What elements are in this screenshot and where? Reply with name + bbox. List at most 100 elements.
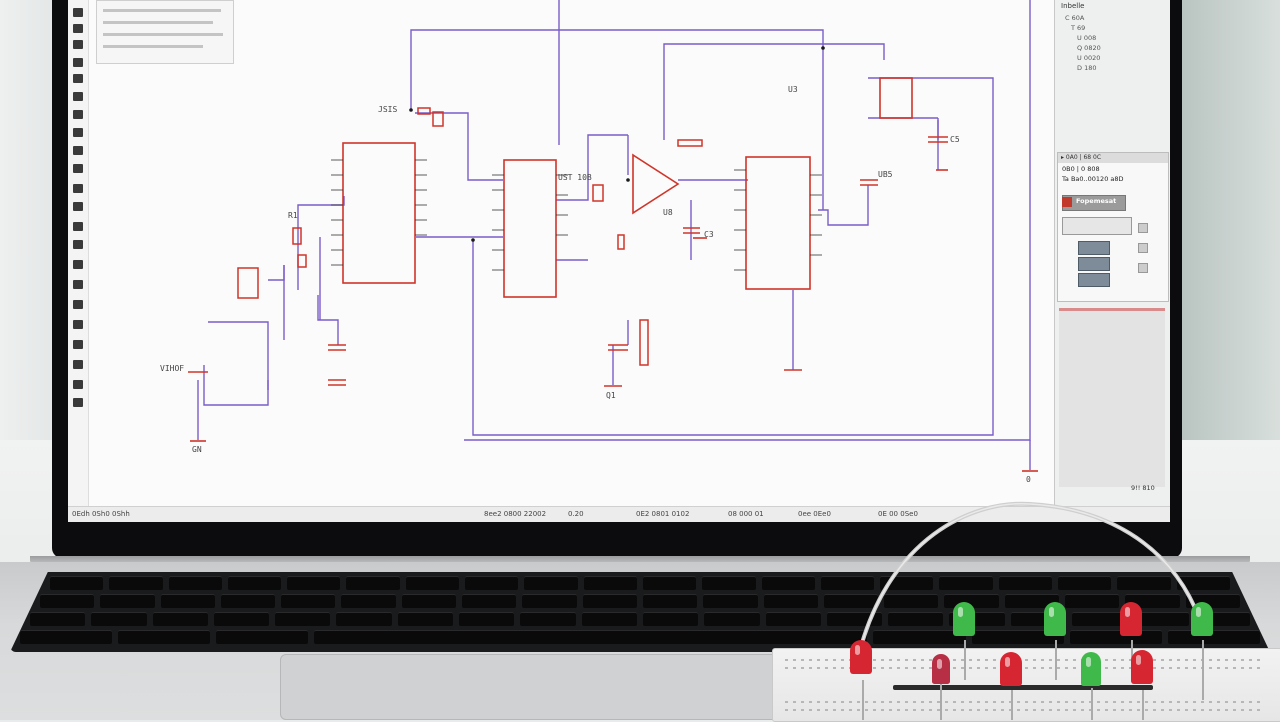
measure-tool-icon[interactable]: [73, 280, 83, 289]
ic-u1-ref: JSIS: [378, 105, 397, 114]
status-mid2: 0.20: [568, 510, 584, 518]
navigator-row: [103, 33, 223, 36]
component-color-swatch[interactable]: [1062, 197, 1072, 207]
q1-label: Q1: [606, 391, 616, 400]
ic-u2: [503, 159, 557, 298]
checkbox[interactable]: [1138, 243, 1148, 253]
checkbox[interactable]: [1138, 223, 1148, 233]
led-leg: [862, 680, 864, 720]
properties-row: Ta Ba0..00120 a8D: [1062, 175, 1124, 183]
tree-item[interactable]: T 69: [1071, 24, 1086, 32]
rect-tool-icon[interactable]: [73, 202, 83, 211]
gnd-label-2: 0: [1026, 475, 1031, 484]
gnd-label: GN: [192, 445, 202, 454]
delete-icon[interactable]: [73, 380, 83, 389]
bus-tool-icon[interactable]: [73, 40, 83, 49]
arc-tool-icon[interactable]: [73, 240, 83, 249]
ground-tool-icon[interactable]: [73, 110, 83, 119]
status-mid5: 0ee 0Ee0: [798, 510, 831, 518]
tree-item[interactable]: Q 0820: [1077, 44, 1101, 52]
power-tool-icon[interactable]: [73, 92, 83, 101]
trackpad: [280, 654, 780, 720]
status-left: 0Edh 0Sh0 0Shh: [72, 510, 130, 518]
opamp-symbol: [632, 153, 680, 215]
led-leg: [1011, 690, 1013, 720]
left-toolbar: [68, 0, 89, 506]
ic-u2-ref: UST 10B: [558, 173, 592, 182]
vin-label: VIHOF: [160, 364, 184, 373]
property-button[interactable]: [1078, 241, 1110, 255]
green-led: [1044, 602, 1066, 636]
background-left: [0, 0, 60, 440]
tree-item[interactable]: D 180: [1077, 64, 1097, 72]
image-tool-icon[interactable]: [73, 260, 83, 269]
tree-item[interactable]: C 60A: [1065, 14, 1085, 22]
properties-panel: ▸ 0A0 | 68 0C 0B0 | 0 808 Ta Ba0..00120 …: [1057, 152, 1169, 302]
panel-footer: 9!! 810: [1131, 484, 1155, 492]
tree-item[interactable]: U 0020: [1077, 54, 1101, 62]
property-button[interactable]: [1078, 273, 1110, 287]
green-led: [1191, 602, 1213, 636]
opamp-ref: U8: [663, 208, 673, 217]
zoom-in-icon[interactable]: [73, 300, 83, 309]
navigator-row: [103, 21, 213, 24]
component-tool-icon[interactable]: [73, 58, 83, 67]
ic-u3: [745, 156, 811, 290]
property-button[interactable]: [1078, 257, 1110, 271]
label-tool-icon[interactable]: [73, 74, 83, 83]
status-mid3: 0E2 0801 0102: [636, 510, 690, 518]
background-window: [1180, 0, 1280, 440]
led-leg: [1055, 640, 1057, 680]
net-tool-icon[interactable]: [73, 146, 83, 155]
status-mid1: 8ee2 0800 22002: [484, 510, 547, 518]
jumper-wire: [858, 501, 1202, 651]
led-leg: [964, 640, 966, 680]
preview-panel: [1059, 308, 1165, 487]
navigator-row: [103, 45, 203, 48]
cout-label: C5: [950, 135, 960, 144]
properties-header: ▸ 0A0 | 68 0C: [1058, 153, 1168, 163]
ref-label: UB5: [878, 170, 893, 179]
r1-label: R1: [288, 211, 298, 220]
navigator-row: [103, 9, 221, 12]
text-tool-icon[interactable]: [73, 164, 83, 173]
green-led: [1081, 652, 1101, 686]
red-led: [1120, 602, 1142, 636]
red-led: [932, 654, 950, 684]
properties-row: 0B0 | 0 808: [1062, 165, 1100, 173]
junction-tool-icon[interactable]: [73, 128, 83, 137]
led-leg: [940, 684, 942, 720]
led-leg: [1142, 690, 1144, 720]
mirror-icon[interactable]: [73, 360, 83, 369]
led-leg: [1202, 640, 1204, 700]
laptop-hinge: [30, 556, 1250, 566]
status-bar: 0Edh 0Sh0 0Shh 8ee2 0800 22002 0.20 0E2 …: [68, 506, 1170, 522]
green-led: [953, 602, 975, 636]
navigator-panel: [96, 0, 234, 64]
ic-u3-ref: U3: [788, 85, 798, 94]
red-led: [850, 640, 872, 674]
settings-icon[interactable]: [73, 398, 83, 407]
laptop-screen: JSIS UST 10B U3 U8 C3 VIHOF UB5 GN 0 Q1 …: [68, 0, 1170, 522]
wire-tool-icon[interactable]: [73, 24, 83, 33]
zoom-out-icon[interactable]: [73, 320, 83, 329]
cap-c1-ref: C3: [704, 230, 714, 239]
select-tool-icon[interactable]: [73, 8, 83, 17]
circle-tool-icon[interactable]: [73, 222, 83, 231]
project-panel: Inbelle C 60A T 69 U 008 Q 0820 U 0020 D…: [1054, 0, 1170, 506]
value-field[interactable]: [1062, 217, 1132, 235]
status-right: 0E 00 0Se0: [878, 510, 918, 518]
checkbox[interactable]: [1138, 263, 1148, 273]
ic-u1: [342, 142, 416, 284]
schematic-canvas[interactable]: JSIS UST 10B U3 U8 C3 VIHOF UB5 GN 0 Q1 …: [88, 0, 1048, 506]
led-leg: [1091, 688, 1093, 720]
project-tree-title: Inbelle: [1061, 2, 1085, 10]
status-mid4: 08 000 01: [728, 510, 764, 518]
tree-item[interactable]: U 008: [1077, 34, 1097, 42]
properties-title: Fopemesat: [1076, 197, 1117, 205]
red-led: [1131, 650, 1153, 684]
rotate-icon[interactable]: [73, 340, 83, 349]
red-led: [1000, 652, 1022, 686]
line-tool-icon[interactable]: [73, 184, 83, 193]
keyboard: [10, 572, 1270, 652]
